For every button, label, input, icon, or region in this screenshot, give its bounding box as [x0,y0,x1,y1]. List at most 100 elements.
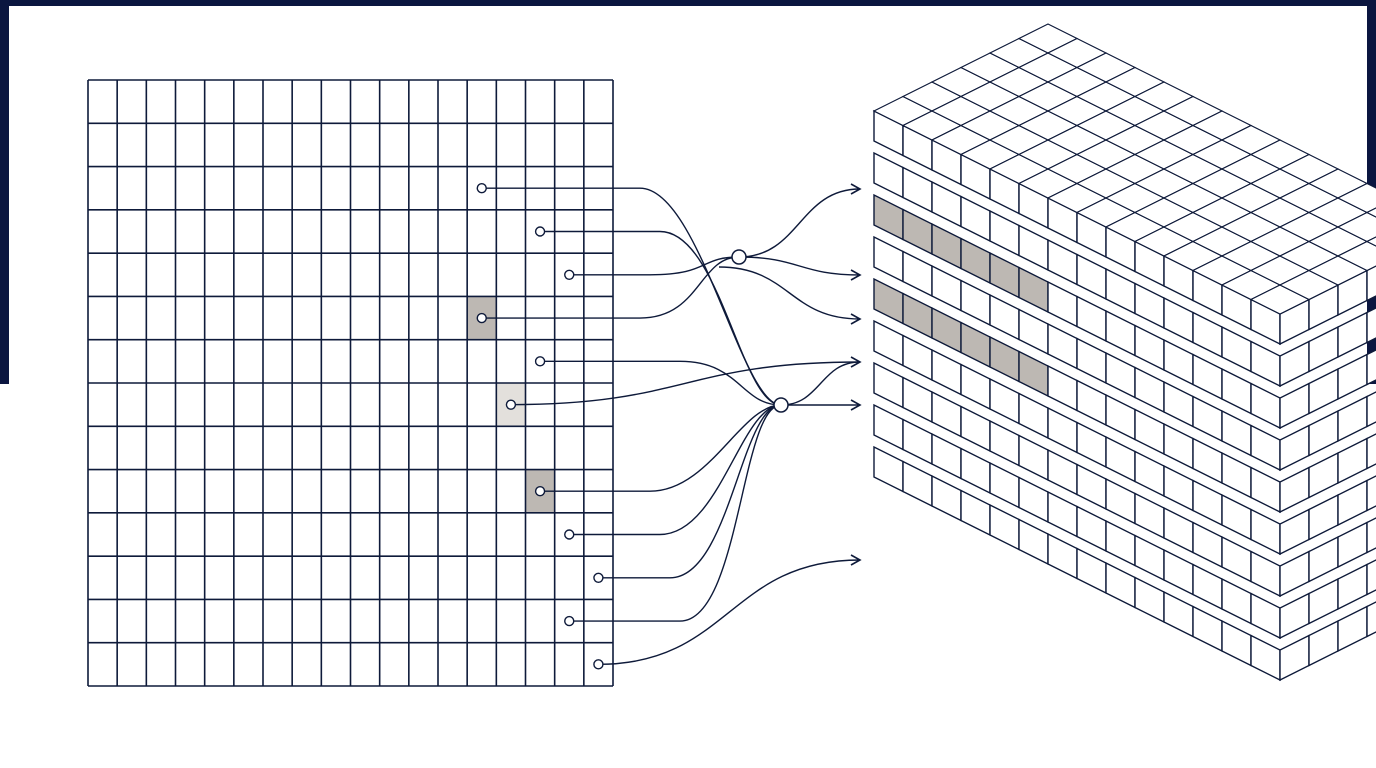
block-face-front [1134,576,1165,624]
block-face-front [1163,506,1194,554]
block-face-front [960,405,991,453]
block-face-front [1076,295,1107,343]
tap-point [476,312,487,324]
block-face-front [1076,253,1107,301]
block-face-front [1018,308,1049,356]
tap-point [593,659,604,670]
block-face-front [989,419,1020,467]
block-face-front [1105,435,1136,483]
connection-curve [540,404,782,492]
block-face-side [1337,437,1368,485]
block-face-side [1279,424,1310,472]
stack-layer [873,445,1376,682]
block-face-side [1308,451,1339,499]
block-face-front [1105,351,1136,399]
block-face-front [1250,592,1281,640]
block-face-front [1221,451,1252,499]
block-face-front [1018,350,1049,398]
block-face-front [1250,466,1281,514]
stack-layer [873,277,1376,514]
block-face-front [1134,282,1165,330]
block-face-front [989,251,1020,299]
block-face-front [1221,367,1252,415]
connection-curve [598,554,862,666]
block-face-front [931,306,962,354]
block-face-side [1337,395,1368,443]
block-face-front [1105,519,1136,567]
block-face-front [931,180,962,228]
block-face-front [1192,479,1223,527]
block-face-side [1308,409,1339,457]
block-face-front [1076,421,1107,469]
block-face-side [1366,601,1376,638]
block-face-front [902,292,933,340]
block-face-front [960,195,991,243]
block-face-front [1163,338,1194,386]
block-face-side [1337,479,1368,527]
block-face-front [960,237,991,285]
block-face-front [902,418,933,466]
block-face-front [1105,393,1136,441]
block-face-front [1134,324,1165,372]
block-face-front [931,264,962,312]
block-face-front [1134,366,1165,414]
stack-layer [873,319,1376,556]
block-face-front [1250,382,1281,430]
block-face-front [1163,296,1194,344]
block-face-front [1192,353,1223,401]
block-face-side [1337,521,1368,569]
block-face-front [1192,437,1223,485]
block-face-front [1047,322,1078,370]
block-face-front [873,193,904,241]
block-face-front [1105,267,1136,315]
block-face-side [1337,563,1368,611]
hub-a [731,249,747,265]
block-face-side [1366,517,1376,554]
block-face-front [1105,561,1136,609]
block-face-front [1134,492,1165,540]
block-face-front [1192,395,1223,443]
connection-curve [481,256,740,319]
block-face-front [1047,238,1078,286]
block-face-side [1366,307,1376,344]
block-face-side [1279,550,1310,598]
block-face-front [1250,550,1281,598]
tap-point [505,399,517,410]
block-face-side [1279,634,1310,682]
block-face-front [1076,379,1107,427]
block-face-front [1134,408,1165,456]
tap-point [476,183,487,194]
block-face-front [1221,619,1252,667]
hub-output-curve [738,183,862,258]
block-face-front [1221,577,1252,625]
block-face-side [1279,592,1310,640]
block-face-front [1250,634,1281,682]
block-face-side [1337,311,1368,359]
block-face-side [1366,475,1376,512]
tap-point [534,356,546,367]
hub-output-curve [718,266,862,325]
block-face-front [1163,548,1194,596]
block-face-front [1076,337,1107,385]
block-face-front [1163,464,1194,512]
hub-b [773,397,789,413]
block-face-front [989,293,1020,341]
block-face-front [873,403,904,451]
block-face-front [931,432,962,480]
block-face-side [1308,493,1339,541]
stack-layer [873,151,1376,388]
connection-curve [598,404,782,579]
block-face-front [1047,448,1078,496]
block-face-front [1134,534,1165,582]
stack-layer [873,403,1376,640]
connection-curve [569,256,740,276]
block-face-front [1076,505,1107,553]
hub-output-curve [738,256,862,281]
block-face-front [902,250,933,298]
block-face-front [989,377,1020,425]
block-face-top [1336,211,1376,243]
block-face-front [1076,463,1107,511]
block-face-front [989,335,1020,383]
block-face-front [960,447,991,495]
block-face-front [873,151,904,199]
